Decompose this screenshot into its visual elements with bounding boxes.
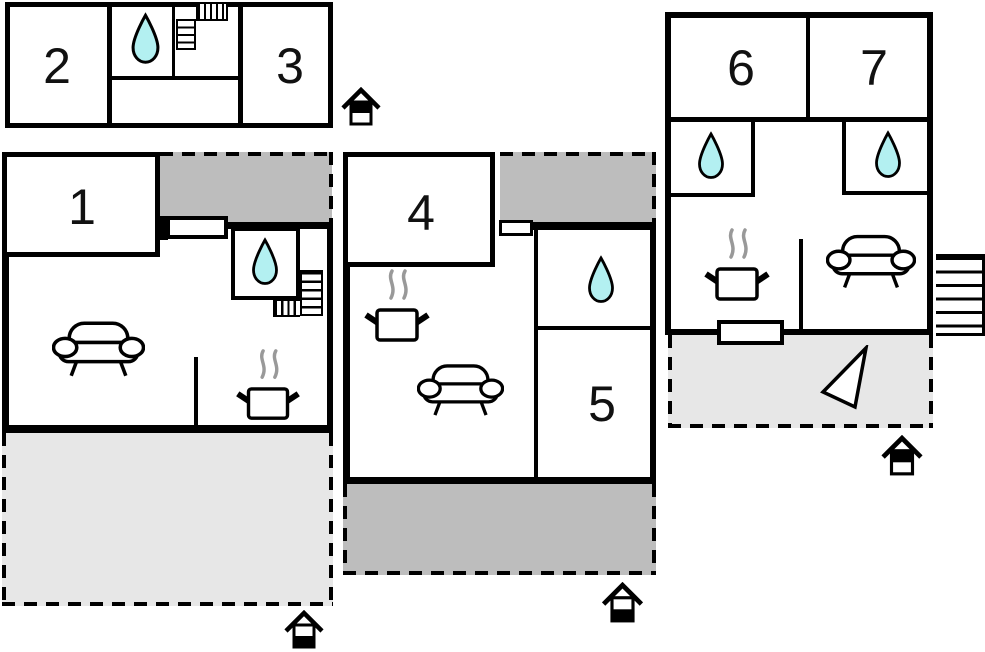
stove-pot-icon [362,265,432,347]
staircase-icon [273,299,300,317]
wall [806,12,810,122]
water-drop-icon [695,131,727,181]
room-label-6: 6 [727,40,755,96]
terrace-dashed-edge [343,571,656,575]
stove-pot-icon [231,346,305,424]
terrace-area [2,433,333,606]
external-stairs-icon [936,254,985,336]
water-drop-icon [128,12,163,66]
balcony-area [160,152,332,225]
wall [107,76,243,80]
terrace-dashed-edge [668,335,672,428]
balcony-dashed-edge [329,152,333,225]
balcony-dashed-edge [652,152,656,228]
staircase-icon [196,4,228,21]
wall [238,2,243,128]
room-label-1: 1 [68,179,96,235]
terrace-dashed-edge [329,433,333,606]
room-label-7: 7 [860,40,888,96]
stove-pot-icon [702,224,772,306]
wall [343,477,656,484]
wall [536,326,650,330]
wall [842,191,933,195]
entrance-house-icon [881,435,923,477]
door-window-marker [499,220,533,236]
room-label-2: 2 [43,38,71,94]
room-label-5: 5 [588,376,616,432]
wall [158,216,168,240]
room-label-4: 4 [407,185,435,241]
terrace-dashed-edge [343,484,347,575]
upper-floor-outline [5,2,333,128]
terrace-dashed-edge [929,335,933,428]
wall [107,2,112,128]
balcony-area [500,152,656,228]
wall [665,193,755,197]
terrace-dashed-edge [652,484,656,575]
room-4-outline [343,152,495,267]
wall [751,117,755,197]
entrance-house-icon [284,610,324,650]
terrace-area [668,335,933,428]
wall [327,225,333,433]
wall [227,222,333,229]
wall [531,222,656,230]
water-drop-icon [872,130,904,180]
wall [172,2,175,80]
wall [2,255,9,433]
balcony-dashed-edge [160,152,333,156]
sofa-icon [52,321,145,378]
entrance-house-icon [341,87,381,127]
room-label-3: 3 [276,38,304,94]
wall [842,117,846,195]
room-1-outline [2,152,160,257]
balcony-dashed-edge [500,152,656,156]
sofa-icon [826,234,916,290]
wall [650,224,656,484]
wall [799,239,803,335]
wall [343,265,350,484]
terrace-area [343,484,656,575]
wall [2,425,333,433]
terrace-dashed-edge [2,602,333,606]
door-window-marker [166,216,228,239]
staircase-icon [176,19,196,50]
wall [534,228,538,477]
staircase-icon [300,270,323,316]
entrance-house-icon [601,582,644,624]
water-drop-icon [585,255,617,305]
water-drop-icon [249,237,281,287]
wall [665,117,933,122]
wall [194,357,198,426]
terrace-dashed-edge [2,433,6,606]
terrace-dashed-edge [668,424,933,428]
direction-triangle-icon [818,345,870,411]
sofa-icon [417,363,504,418]
door-window-marker [717,320,784,345]
